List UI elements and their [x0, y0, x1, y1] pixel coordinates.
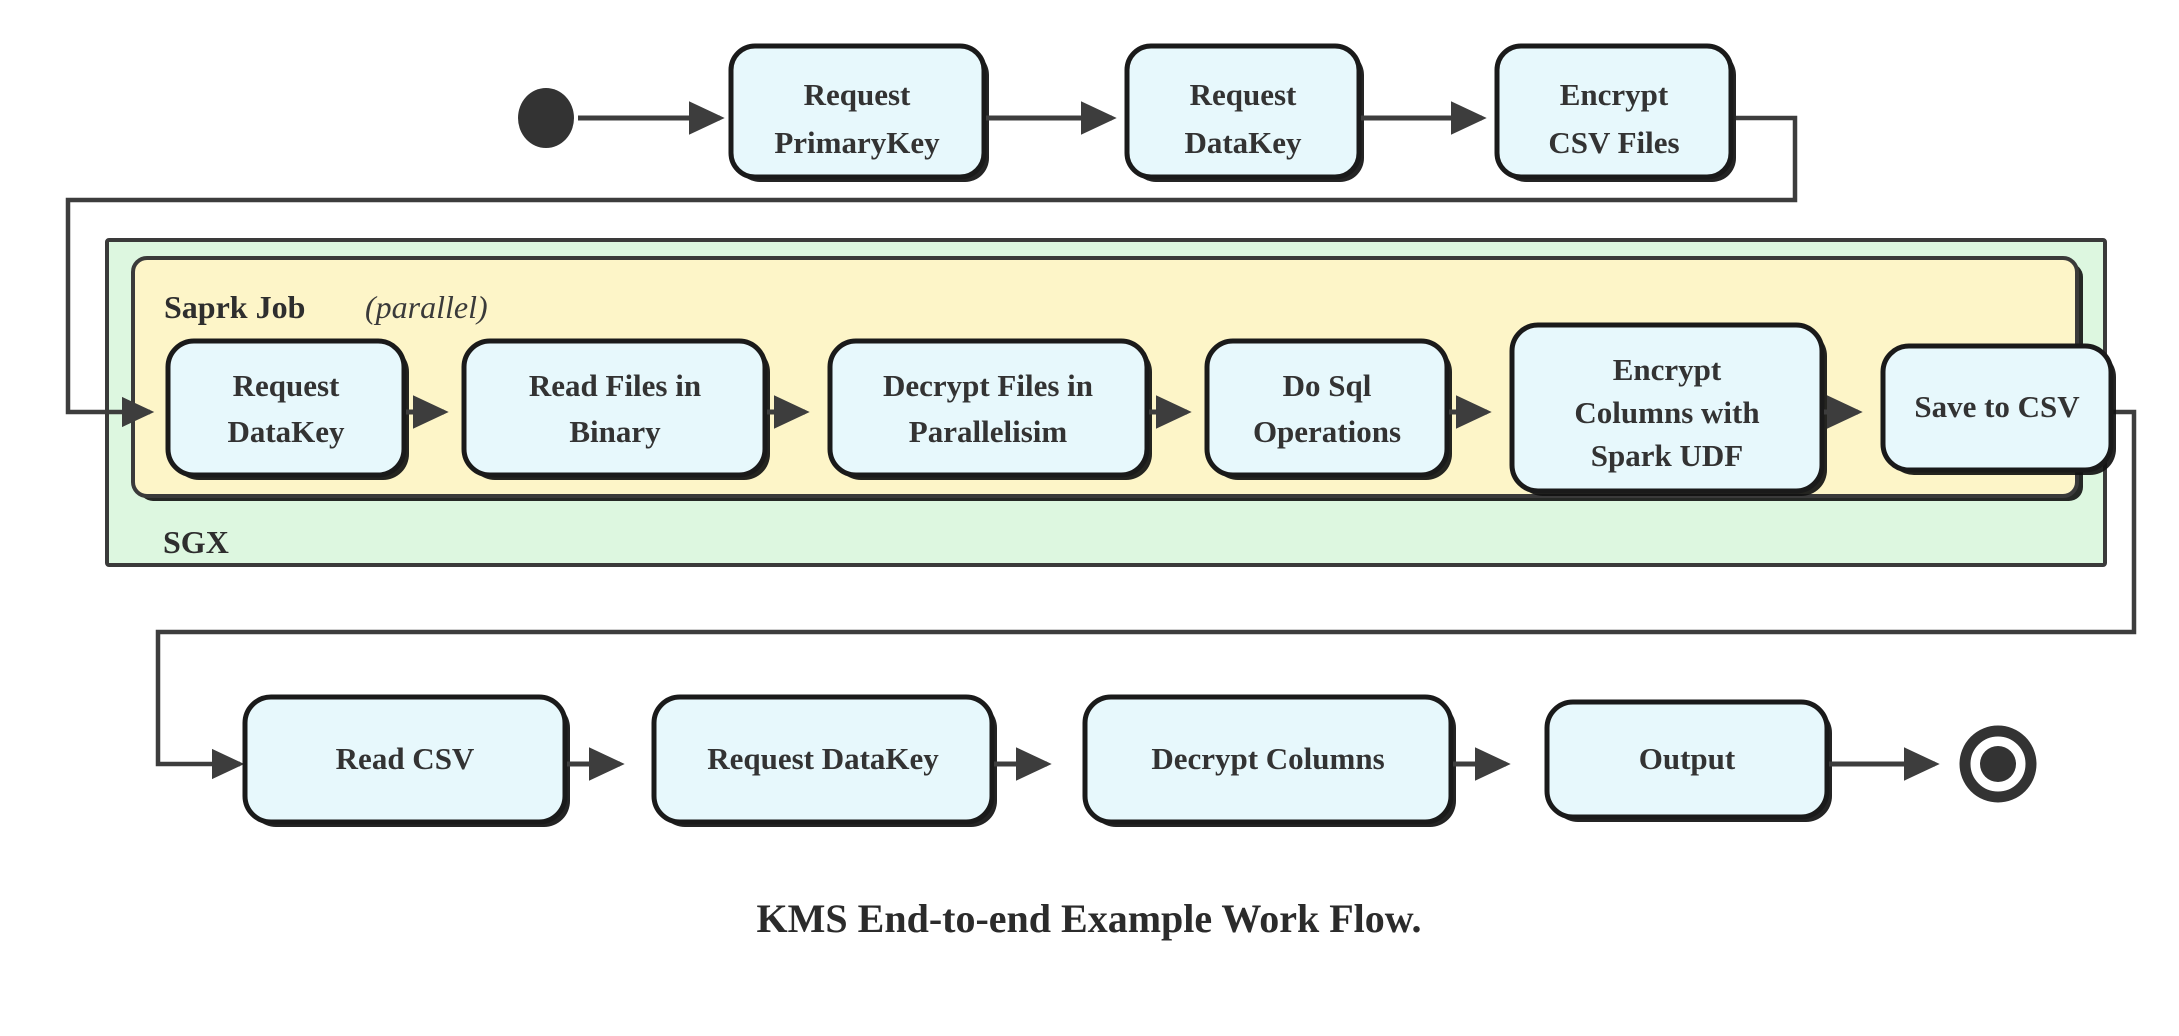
end-node	[1959, 725, 2037, 803]
node-save-to-csv-line-0: Save to CSV	[1914, 389, 2080, 424]
node-request-datakey-top: Request DataKey	[1124, 43, 1364, 182]
node-encrypt-columns-line-2: Spark UDF	[1591, 438, 1743, 473]
node-request-primarykey: Request PrimaryKey	[728, 43, 989, 182]
node-do-sql-operations-line-0: Do Sql	[1283, 368, 1372, 403]
node-decrypt-files-in-parallelisim: Decrypt Files in Parallelisim	[827, 338, 1152, 480]
node-do-sql-operations: Do Sql Operations	[1204, 338, 1452, 480]
node-request-datakey-bottom-line-0: Request DataKey	[707, 741, 939, 776]
node-decrypt-columns: Decrypt Columns	[1082, 694, 1456, 827]
node-request-primarykey-line-0: Request	[804, 77, 911, 112]
spark-job-container-label: Saprk Job	[164, 289, 305, 325]
node-decrypt-files-line-0: Decrypt Files in	[883, 368, 1093, 403]
node-request-primarykey-line-1: PrimaryKey	[774, 125, 940, 160]
node-request-datakey-top-line-1: DataKey	[1184, 125, 1302, 160]
node-encrypt-columns-with-spark-udf: Encrypt Columns with Spark UDF	[1509, 322, 1827, 496]
route-savecsv-to-readcsv	[155, 409, 2137, 780]
node-request-datakey-top-line-0: Request	[1190, 77, 1297, 112]
node-request-datakey-spark: Request DataKey	[165, 338, 409, 480]
node-encrypt-csv-files: Encrypt CSV Files	[1494, 43, 1736, 182]
start-node	[518, 88, 574, 148]
node-output-line-0: Output	[1639, 741, 1736, 776]
diagram-caption: KMS End-to-end Example Work Flow.	[757, 896, 1422, 941]
node-decrypt-files-line-1: Parallelisim	[909, 414, 1068, 449]
node-read-files-in-binary-line-0: Read Files in	[529, 368, 701, 403]
route-encrypt-to-spark	[65, 115, 1798, 428]
node-read-files-in-binary: Read Files in Binary	[461, 338, 770, 480]
spark-job-parallel-label: (parallel)	[365, 289, 488, 325]
node-encrypt-csv-files-line-0: Encrypt	[1560, 77, 1669, 112]
node-save-to-csv: Save to CSV	[1880, 343, 2116, 475]
node-request-datakey-bottom: Request DataKey	[651, 694, 997, 827]
node-read-csv: Read CSV	[242, 694, 570, 827]
node-decrypt-columns-line-0: Decrypt Columns	[1151, 741, 1384, 776]
node-encrypt-columns-line-1: Columns with	[1574, 395, 1759, 430]
node-encrypt-columns-line-0: Encrypt	[1613, 352, 1722, 387]
node-encrypt-csv-files-line-1: CSV Files	[1548, 125, 1679, 160]
sgx-container-label: SGX	[163, 524, 229, 560]
node-output: Output	[1544, 699, 1832, 822]
node-read-files-in-binary-line-1: Binary	[569, 414, 661, 449]
node-request-datakey-spark-line-0: Request	[233, 368, 340, 403]
node-read-csv-line-0: Read CSV	[336, 741, 475, 776]
node-request-datakey-spark-line-1: DataKey	[227, 414, 345, 449]
node-do-sql-operations-line-1: Operations	[1253, 414, 1401, 449]
